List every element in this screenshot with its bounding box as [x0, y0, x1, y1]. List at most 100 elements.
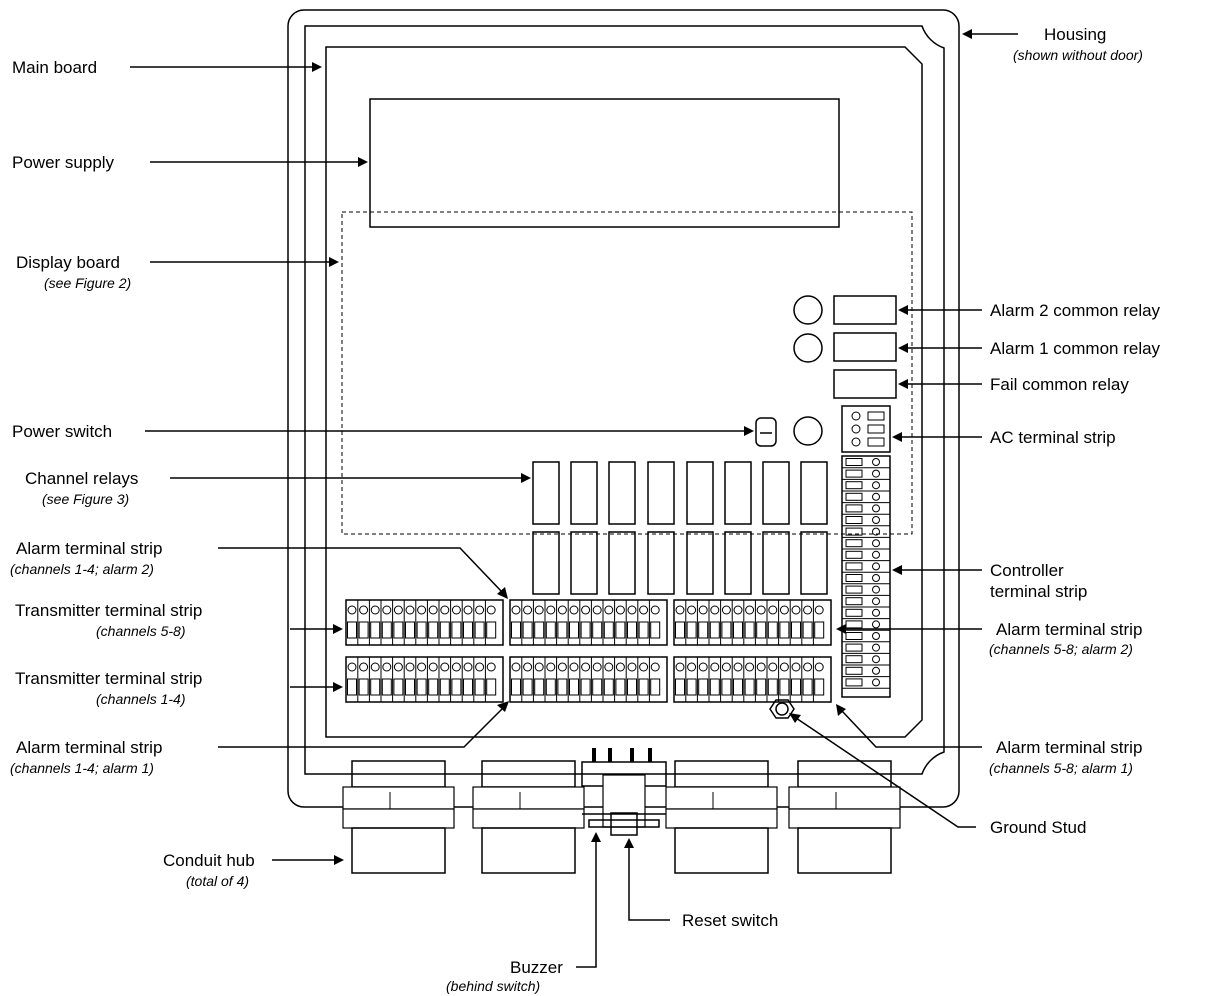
terminal-screw — [756, 662, 766, 672]
channel-relays — [532, 461, 828, 595]
terminal-strip-block — [509, 599, 668, 646]
terminal-screw — [814, 605, 824, 615]
controller-strip-label-1: Controller — [990, 561, 1064, 580]
alarm2-indicator — [793, 295, 823, 325]
terminal-screw — [592, 662, 602, 672]
terminal-clamp — [802, 678, 813, 696]
terminal-clamp — [569, 621, 579, 639]
controller-terminal-screw — [872, 550, 880, 559]
terminal-screw — [604, 605, 614, 615]
terminal-clamp — [603, 678, 614, 696]
terminal-strip-block — [345, 656, 504, 703]
terminal-clamp — [569, 678, 579, 696]
conduit-hub — [788, 760, 901, 874]
controller-terminal-screw — [872, 492, 880, 501]
terminal-screw — [768, 605, 778, 615]
power-switch-label: Power switch — [12, 422, 112, 441]
terminal-screw — [698, 605, 708, 615]
controller-terminal — [845, 469, 863, 478]
terminal-clamp — [580, 678, 591, 696]
terminal-screw — [370, 605, 380, 615]
controller-terminal — [845, 562, 863, 571]
transmitter-strip-1-4-label: Transmitter terminal strip — [15, 669, 202, 688]
controller-terminal — [845, 574, 863, 582]
conduit-hub — [665, 760, 778, 874]
terminal-clamp — [358, 621, 369, 639]
terminal-screw — [534, 662, 544, 672]
controller-terminal-screw — [872, 597, 880, 606]
terminal-screw — [721, 662, 731, 672]
terminal-screw — [440, 662, 450, 672]
terminal-screw — [791, 605, 801, 615]
terminal-clamp — [370, 678, 381, 696]
terminal-screw — [615, 605, 625, 615]
terminal-strip-block — [673, 599, 832, 646]
terminal-clamp — [779, 678, 790, 696]
terminal-clamp — [416, 621, 427, 639]
terminal-clamp — [381, 678, 392, 696]
channel-relay — [532, 531, 560, 595]
terminal-strip-block — [673, 656, 832, 703]
buzzer-note: (behind switch) — [446, 978, 540, 994]
terminal-clamp — [675, 678, 685, 696]
terminal-screw — [475, 662, 485, 672]
alarm-strip-right-bottom-label: Alarm terminal strip — [996, 738, 1142, 757]
terminal-clamp — [486, 621, 497, 639]
terminal-clamp — [675, 621, 685, 639]
terminal-screw — [803, 662, 813, 672]
terminal-clamp — [358, 678, 369, 696]
terminal-screw — [721, 605, 731, 615]
controller-terminal-screw — [872, 632, 880, 640]
power-switch[interactable] — [755, 416, 823, 447]
terminal-clamp — [451, 678, 462, 696]
terminal-screw — [370, 662, 380, 672]
terminal-clamp — [463, 621, 473, 639]
terminal-clamp — [557, 678, 568, 696]
terminal-screw — [604, 662, 614, 672]
reset-switch-label: Reset switch — [682, 911, 778, 930]
terminal-screw — [393, 605, 403, 615]
terminal-clamp — [580, 621, 591, 639]
controller-terminal — [845, 597, 863, 606]
terminal-clamp — [545, 678, 556, 696]
terminal-screw — [615, 662, 625, 672]
terminal-screw — [710, 662, 720, 672]
main-board — [325, 46, 923, 738]
terminal-screw — [382, 662, 392, 672]
channel-relay — [532, 461, 560, 525]
terminal-screw — [511, 605, 521, 615]
terminal-strip-block — [509, 656, 668, 703]
terminal-screw — [687, 662, 697, 672]
terminal-screw — [511, 662, 521, 672]
terminal-screw — [803, 605, 813, 615]
terminal-screw — [393, 662, 403, 672]
controller-terminal — [845, 550, 863, 559]
controller-terminal-screw — [872, 620, 880, 629]
terminal-clamp — [791, 678, 801, 696]
terminal-screw — [440, 605, 450, 615]
terminal-strips — [345, 599, 832, 703]
terminal-screw — [557, 605, 567, 615]
controller-terminal-screw — [872, 643, 880, 652]
reset-switch-button[interactable] — [610, 812, 638, 836]
terminal-screw — [581, 662, 591, 672]
conduit-hub-collar — [342, 786, 455, 810]
terminal-clamp — [474, 621, 485, 639]
terminal-screw — [768, 662, 778, 672]
terminal-screw — [486, 605, 496, 615]
conduit-hub-body — [351, 827, 446, 874]
terminal-screw — [463, 605, 473, 615]
terminal-clamp — [638, 678, 649, 696]
channel-relay — [800, 531, 828, 595]
transmitter-strip-5-8-note: (channels 5-8) — [96, 623, 186, 639]
controller-terminal — [845, 481, 863, 490]
terminal-clamp — [779, 621, 790, 639]
terminal-screw — [428, 605, 438, 615]
terminal-clamp — [439, 621, 450, 639]
channel-relay — [570, 531, 598, 595]
terminal-clamp — [615, 678, 626, 696]
alarm2-relay-label: Alarm 2 common relay — [990, 301, 1161, 320]
terminal-screw — [523, 605, 533, 615]
conduit-hub-nut — [472, 808, 585, 829]
